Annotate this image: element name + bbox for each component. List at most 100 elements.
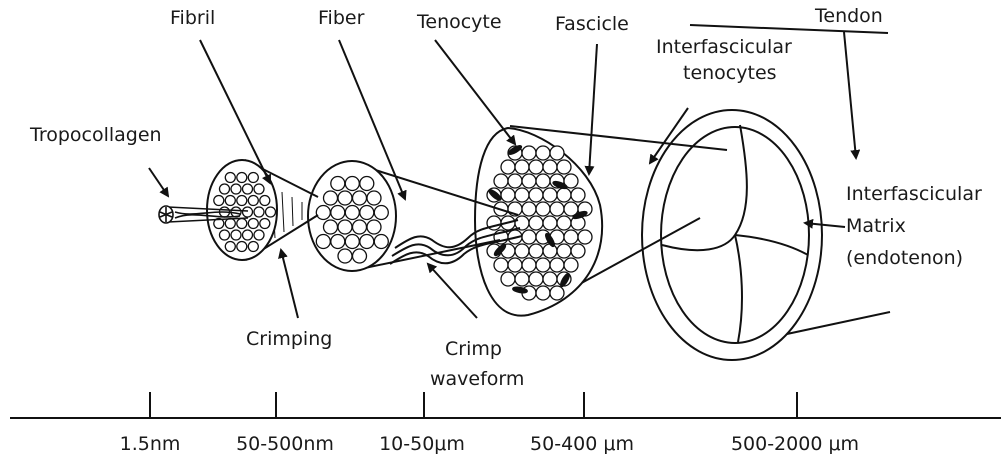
fiber-fibril (345, 206, 359, 220)
fiber-fibril (353, 220, 367, 234)
fiber-fibril (353, 249, 367, 263)
fibril-molecule (237, 173, 247, 183)
fascicle-fiber (494, 258, 508, 272)
fiber-fibril (374, 206, 388, 220)
fibril-molecule (248, 219, 258, 229)
fibril-molecule (237, 196, 247, 206)
fiber-fibril (360, 177, 374, 191)
fibril-molecule (248, 242, 258, 252)
fascicle-fiber (501, 272, 515, 286)
fibril-molecule (248, 173, 258, 183)
fascicle-fiber (578, 230, 592, 244)
fascicle-fiber (522, 230, 536, 244)
scale-label-1: 1.5nm (120, 433, 181, 455)
scale-label-5: 500-2000 μm (731, 433, 859, 455)
fiber-fibril (374, 235, 388, 249)
fascicle-fiber (508, 258, 522, 272)
fascicle-fiber (536, 146, 550, 160)
scale-label-3: 10-50μm (379, 433, 465, 455)
fiber-fibril (316, 235, 330, 249)
fascicle-fiber (543, 244, 557, 258)
fibril-molecule (243, 207, 253, 217)
label-crimping: Crimping (246, 328, 332, 350)
fiber-fibril (338, 249, 352, 263)
fibril-molecule (231, 184, 241, 194)
fiber-fibril (345, 177, 359, 191)
arrow-tenocyte (435, 40, 515, 144)
label-fibril: Fibril (170, 7, 215, 29)
fibril-molecule (231, 230, 241, 240)
fascicle-fiber (508, 174, 522, 188)
fascicle-fiber (515, 272, 529, 286)
fibril-molecule (243, 230, 253, 240)
fascicle-fiber (557, 244, 571, 258)
fascicle-fiber (522, 258, 536, 272)
fascicle-fiber (557, 188, 571, 202)
fiber-fibril (360, 206, 374, 220)
fiber-fibril (353, 191, 367, 205)
fibril-molecule (225, 196, 235, 206)
fibril-molecule (243, 184, 253, 194)
fiber-fibril (324, 191, 338, 205)
fascicle-fiber (522, 146, 536, 160)
fibril-molecule (254, 184, 264, 194)
scale-label-4: 50-400 μm (530, 433, 634, 455)
fascicle-fiber (571, 244, 585, 258)
fascicle-fiber (529, 160, 543, 174)
fibril-molecule (254, 230, 264, 240)
label-interfascicular-matrix-2: Matrix (846, 215, 906, 237)
fibril-molecule (260, 219, 270, 229)
fiber-fibril (331, 206, 345, 220)
fascicle-fiber (536, 174, 550, 188)
fibril-molecule (266, 207, 276, 217)
fiber-fibril (331, 235, 345, 249)
fascicle-fiber (501, 188, 515, 202)
fibril-molecule (248, 196, 258, 206)
label-tropocollagen: Tropocollagen (29, 124, 162, 146)
arrow-fascicle (589, 44, 597, 174)
fascicle-fiber (550, 258, 564, 272)
size-scale: 1.5nm 50-500nm 10-50μm 50-400 μm 500-200… (10, 392, 1001, 455)
fiber-fibril (331, 177, 345, 191)
fascicle-fiber (522, 202, 536, 216)
scale-label-2: 50-500nm (236, 433, 334, 455)
fascicle-fiber (522, 174, 536, 188)
fiber-fibril (338, 220, 352, 234)
fiber-fibril (367, 191, 381, 205)
fascicle-fiber (501, 160, 515, 174)
fibril-molecule (220, 230, 230, 240)
fascicle-fiber (515, 160, 529, 174)
fiber-fibril (360, 235, 374, 249)
fibril-molecule (225, 242, 235, 252)
fascicle-fiber (550, 202, 564, 216)
fascicle-fiber (515, 244, 529, 258)
fascicle-fiber (529, 272, 543, 286)
fibril-molecule (225, 219, 235, 229)
fascicle-fiber (529, 244, 543, 258)
label-tenocyte: Tenocyte (416, 11, 502, 33)
fibril-molecule (254, 207, 264, 217)
fascicle-fiber (550, 146, 564, 160)
fascicle-fiber (571, 188, 585, 202)
fascicle-fiber (543, 188, 557, 202)
fascicle-fiber (550, 286, 564, 300)
label-interfascicular-tenocytes-2: tenocytes (683, 62, 777, 84)
label-tendon: Tendon (814, 5, 883, 27)
fibril-molecule (220, 184, 230, 194)
fiber-fibril (324, 220, 338, 234)
label-fiber: Fiber (318, 7, 365, 29)
fascicle-fiber (564, 258, 578, 272)
fibril-molecule (214, 196, 224, 206)
fascicle-fiber (529, 216, 543, 230)
fascicle-fiber (494, 174, 508, 188)
fascicle-fiber (543, 216, 557, 230)
label-crimp-waveform-1: Crimp (445, 338, 502, 360)
fascicle-fiber (564, 230, 578, 244)
arrow-crimp-waveform (428, 264, 477, 318)
fascicle-fiber (515, 188, 529, 202)
label-interfascicular-matrix-3: (endotenon) (846, 247, 963, 269)
arrow-tropocollagen (149, 168, 168, 196)
fascicle-fiber (557, 160, 571, 174)
fiber-fibril (338, 191, 352, 205)
